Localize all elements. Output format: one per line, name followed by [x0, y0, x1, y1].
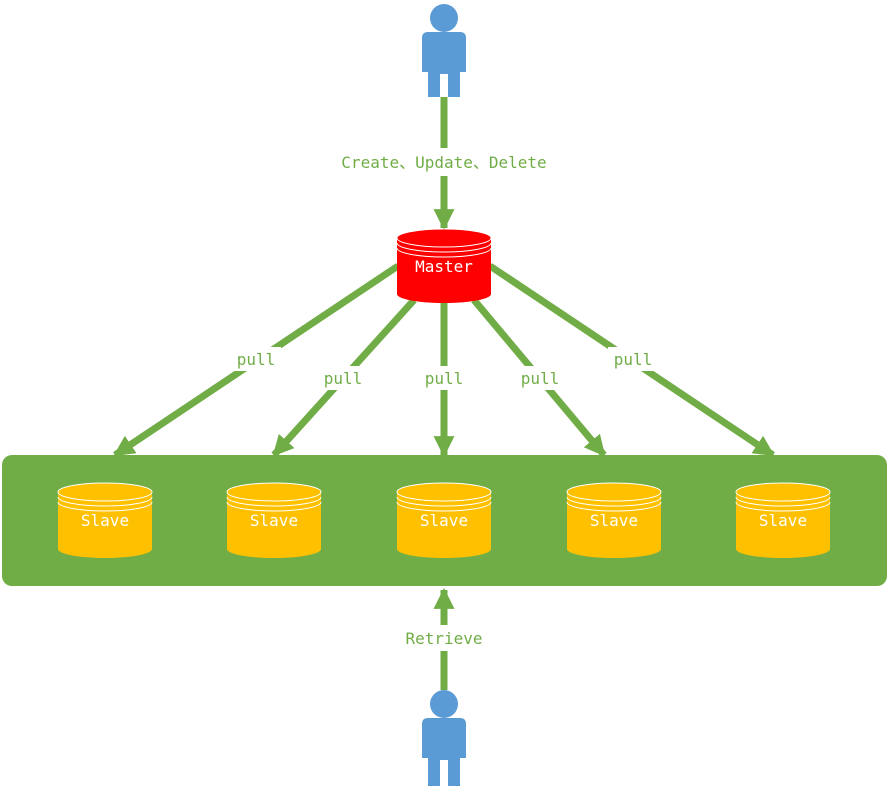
- slave-database-icon-5: Slave: [735, 482, 831, 558]
- slave-database-icon-1: Slave: [57, 482, 153, 558]
- slave-label-2: Slave: [250, 511, 298, 530]
- pull-label-2: pull: [324, 369, 363, 388]
- slave-label-5: Slave: [759, 511, 807, 530]
- pull-label-3: pull: [425, 369, 464, 388]
- slave-database-icon-2: Slave: [226, 482, 322, 558]
- slave-database-icon-4: Slave: [566, 482, 662, 558]
- slave-label-3: Slave: [420, 511, 468, 530]
- pull-label-5: pull: [614, 350, 653, 369]
- slave-label-4: Slave: [590, 511, 638, 530]
- master-label: Master: [415, 257, 473, 276]
- reader-user-icon: [422, 690, 466, 786]
- writer-user-icon: [422, 4, 466, 97]
- read-label: Retrieve: [405, 629, 482, 648]
- pull-label-4: pull: [521, 369, 560, 388]
- master-database-icon: Master: [396, 228, 492, 303]
- slave-label-1: Slave: [81, 511, 129, 530]
- slave-database-icon-3: Slave: [396, 482, 492, 558]
- write-label: Create、Update、Delete: [341, 153, 546, 172]
- pull-label-1: pull: [237, 350, 276, 369]
